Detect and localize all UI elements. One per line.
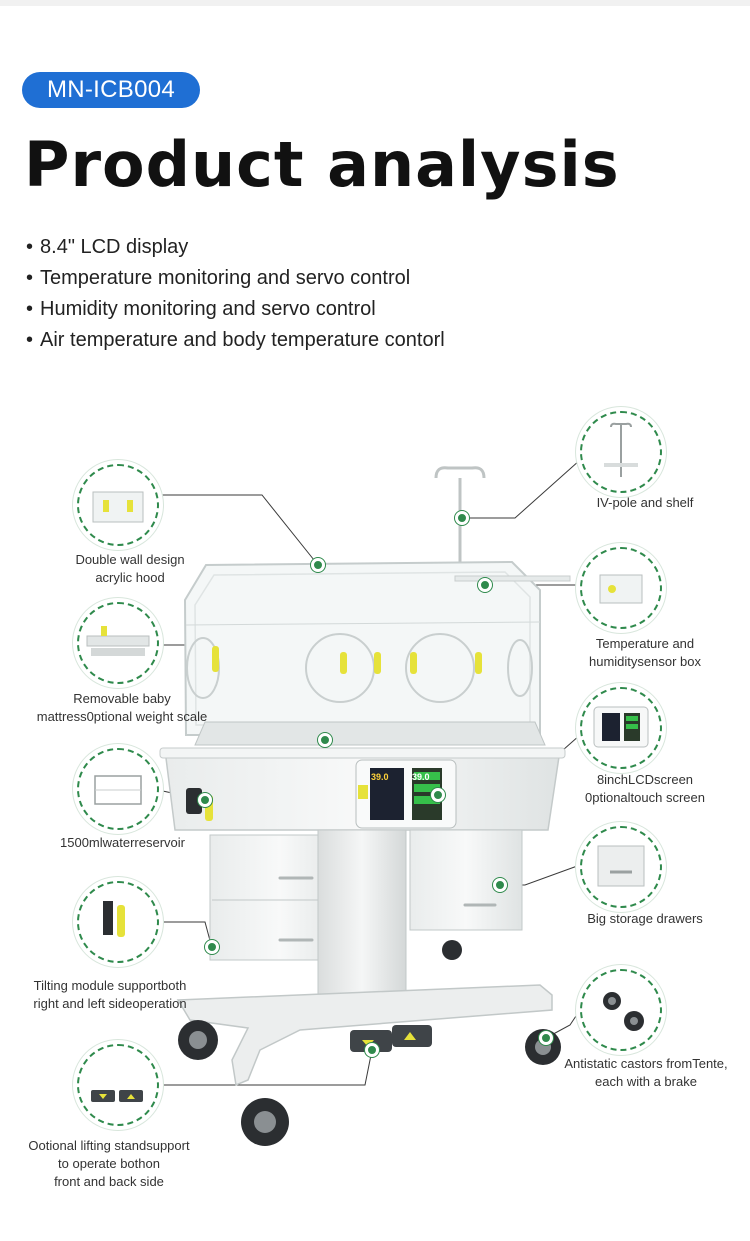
- marker-tilting: [205, 940, 219, 954]
- marker-drawers: [493, 878, 507, 892]
- feature-item: Air temperature and body temperature con…: [26, 325, 445, 356]
- marker-pedal: [365, 1043, 379, 1057]
- callout-hood: Double wall design acrylic hood: [75, 552, 185, 585]
- mattress-detail-image: [77, 602, 159, 684]
- callout-screen: 8inchLCDscreen 0ptionaltouch screen: [585, 772, 705, 805]
- marker-ivpole: [455, 511, 469, 525]
- callout-drawers: Big storage drawers: [587, 911, 703, 926]
- callout-tilting: Tilting module supportboth right and lef…: [33, 978, 187, 1011]
- model-badge: MN-ICB004: [22, 72, 200, 108]
- ivpole-detail-image: [580, 411, 662, 493]
- hood-detail-image: [77, 464, 159, 546]
- callout-sensor: Temperature and humiditysensor box: [589, 636, 701, 669]
- top-strip: [0, 0, 750, 6]
- callout-lifting: Ootional lifting standsupport to operate…: [28, 1138, 190, 1189]
- page-title: Product analysis: [24, 128, 620, 201]
- reservoir-detail-image: [77, 748, 159, 830]
- lifting-detail-image: [77, 1044, 159, 1126]
- callout-mattress: Removable baby mattress0ptional weight s…: [36, 691, 208, 724]
- feature-item: Temperature monitoring and servo control: [26, 263, 445, 294]
- marker-reservoir: [198, 793, 212, 807]
- callout-reservoir: 1500mlwaterreservoir: [60, 835, 185, 850]
- feature-item: Humidity monitoring and servo control: [26, 294, 445, 325]
- feature-list: 8.4" LCD display Temperature monitoring …: [26, 232, 445, 356]
- drawers-detail-image: [580, 826, 662, 908]
- screen-reading-1: 39.0: [371, 772, 389, 782]
- sensor-detail-image: [580, 547, 662, 629]
- marker-screen: [431, 788, 445, 802]
- tilting-detail-image: [77, 881, 159, 963]
- callout-castors: Antistatic castors fromTente, each with …: [564, 1056, 728, 1089]
- marker-mattress: [318, 733, 332, 747]
- marker-sensor: [478, 578, 492, 592]
- castors-detail-image: [580, 969, 662, 1051]
- feature-item: 8.4" LCD display: [26, 232, 445, 263]
- screen-detail-image: [580, 687, 662, 769]
- marker-castors: [539, 1031, 553, 1045]
- callout-ivpole: IV-pole and shelf: [596, 495, 694, 510]
- screen-reading-2: 39.0: [412, 772, 430, 782]
- marker-hood: [311, 558, 325, 572]
